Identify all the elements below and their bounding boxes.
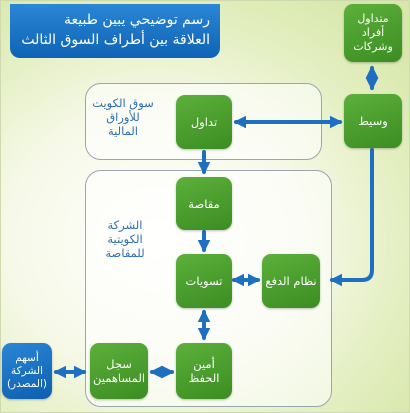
title-line-2: العلاقة بين أطراف السوق الثالث: [21, 32, 210, 48]
node-settlements: تسويات: [176, 254, 232, 308]
kuwait-exchange-label: سوق الكويت للأوراق المالية: [92, 96, 154, 138]
node-clearing: مقاصة: [176, 177, 232, 230]
clearing-company-label: الشركة الكويتية للمقاصة: [105, 218, 145, 260]
node-payment-system: نظام الدفع: [262, 254, 320, 308]
node-company-shares: أسهم الشركة (المصدر): [2, 343, 52, 399]
node-custodian: أمين الحفظ: [176, 343, 232, 399]
title-line-1: رسم توضيحي يبين طبيعة: [64, 12, 210, 28]
diagram-title: رسم توضيحي يبين طبيعة العلاقة بين أطراف …: [10, 4, 220, 58]
node-trading: تداول: [176, 95, 232, 149]
node-trading-parties: متداول أفراد وشركات: [344, 4, 402, 62]
node-broker: وسيط: [344, 94, 402, 148]
arrow-broker-payment: [329, 148, 374, 287]
node-shareholder-registry: سجل المساهمين: [90, 343, 148, 399]
